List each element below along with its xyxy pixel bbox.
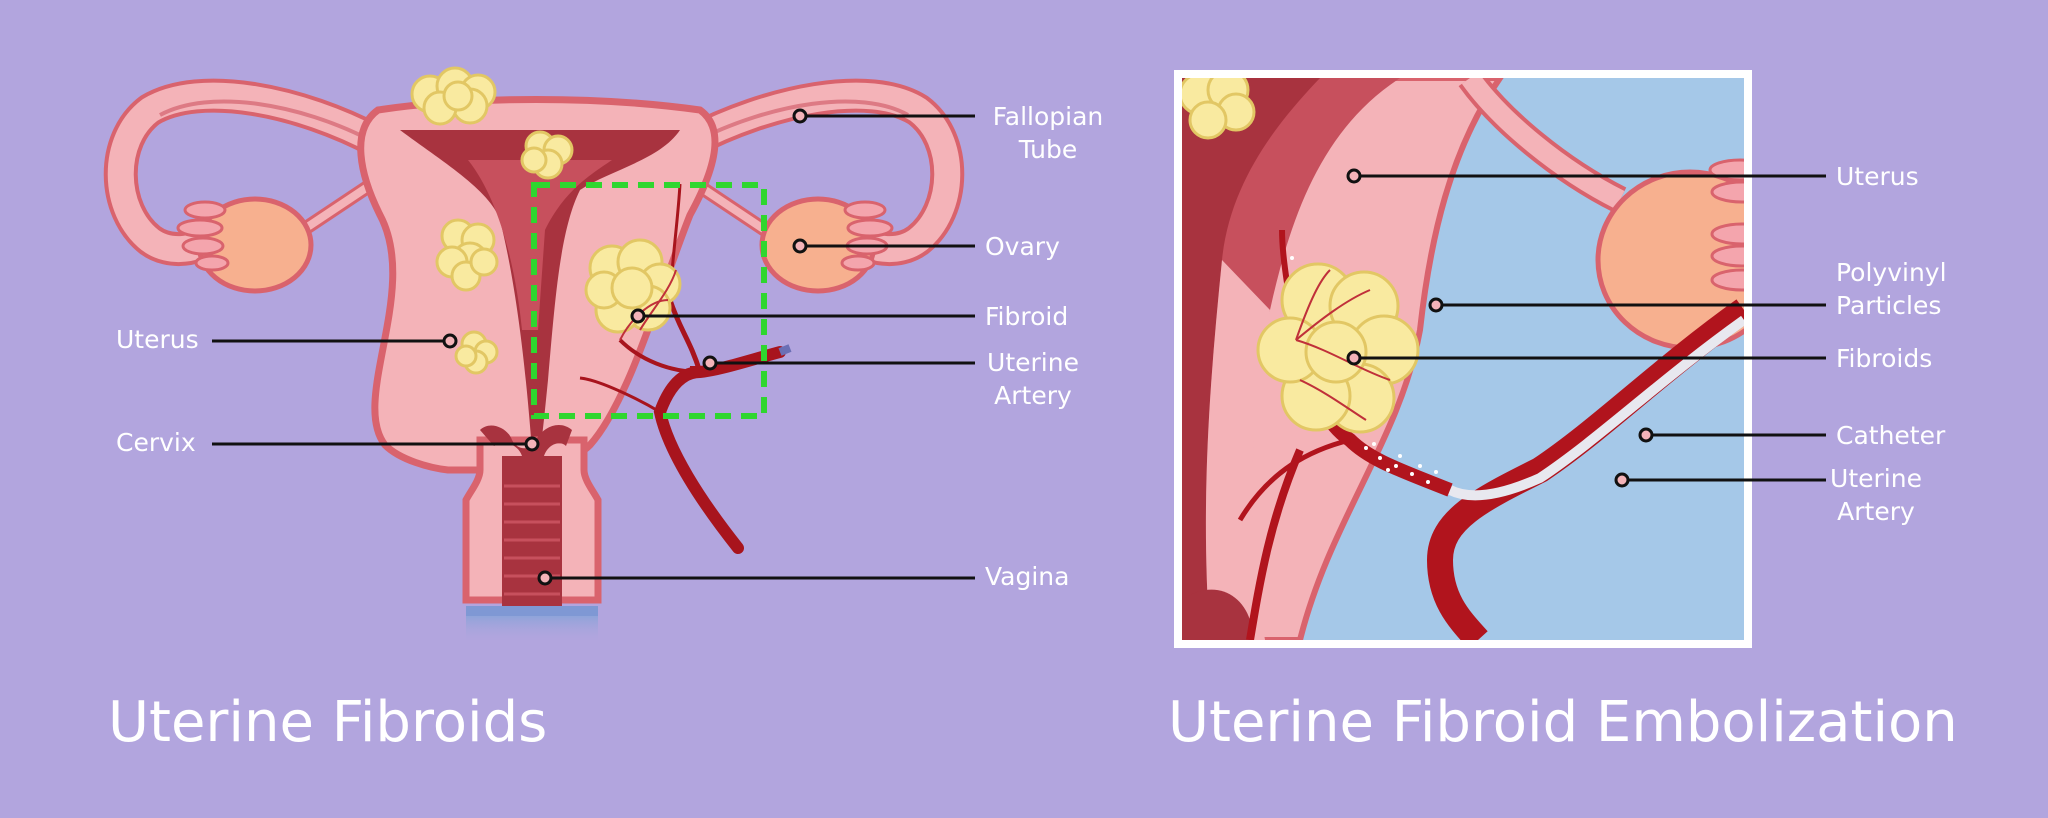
marker-cervix [524,436,540,452]
fibroid-fundus [520,130,574,180]
uterus-anatomy-illustration [103,66,965,644]
label-ovary: Ovary [985,232,1060,261]
label-fibroid: Fibroid [985,302,1069,331]
vagina-canal [502,456,562,612]
left-leader-lines [212,108,975,586]
marker-vagina [537,570,553,586]
marker-inset-catheter [1638,427,1654,443]
marker-fibroid [630,308,646,324]
inset-fibroid-cluster [1256,262,1420,434]
label-polyvinyl-particles: Polyvinyl Particles [1836,258,1947,320]
marker-uterine-artery [702,355,718,371]
marker-uterus [442,333,458,349]
marker-fallopian-tube [792,108,808,124]
label-fibroids: Fibroids [1836,344,1933,373]
inset-catheter [1447,315,1744,501]
fibroid-wall-small [454,330,499,375]
label-catheter: Catheter [1836,421,1946,450]
marker-inset-fibroids [1346,350,1362,366]
label-uterus: Uterus [116,325,199,354]
title-uterine-fibroids: Uterine Fibroids [108,690,548,755]
inset-ovary [1595,169,1744,351]
label-vagina: Vagina [985,562,1070,591]
marker-inset-artery [1614,472,1630,488]
label-inset-uterus: Uterus [1836,162,1919,191]
marker-inset-particles [1428,297,1444,313]
right-leader-lines [1346,168,1826,488]
label-uterine-artery: Uterine Artery [987,348,1079,410]
fibroid-top [410,66,497,126]
uterine-artery [653,346,786,554]
label-fallopian-tube: Fallopian Tube [992,102,1104,164]
label-inset-uterine-artery: Uterine Artery [1830,464,1922,526]
embolization-inset-illustration [1182,78,1744,640]
fibroid-wall-left [435,218,499,292]
fibroids [410,66,682,375]
title-uterine-fibroid-embolization: Uterine Fibroid Embolization [1168,690,1958,755]
label-cervix: Cervix [116,428,196,457]
fibroid-main [584,238,682,334]
zoom-highlight-box [531,182,767,419]
marker-inset-uterus [1346,168,1362,184]
marker-ovary [792,238,808,254]
